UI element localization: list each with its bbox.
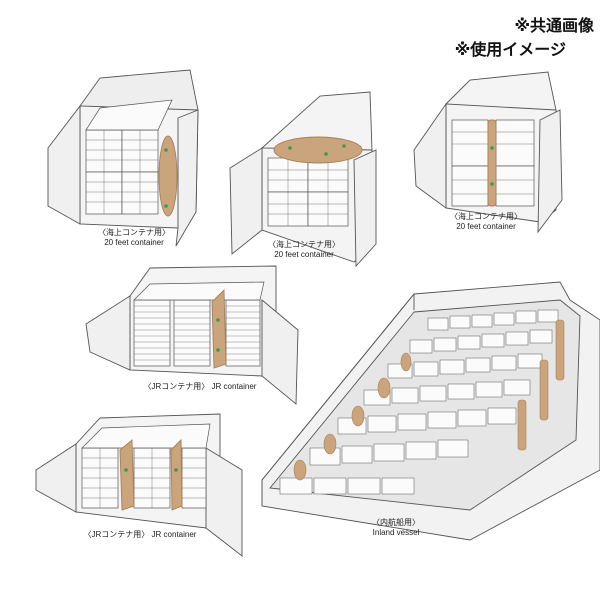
caption-ja: 〈海上コンテナ用〉 xyxy=(450,212,522,221)
caption-sea-container-1: 〈海上コンテナ用〉 20 feet container xyxy=(84,228,184,248)
dunnage-bag xyxy=(170,438,183,511)
caption-sea-container-3: 〈海上コンテナ用〉 20 feet container xyxy=(436,212,536,232)
caption-ja: 〈JRコンテナ用〉 xyxy=(83,530,150,539)
caption-line: 〈JRコンテナ用〉 JR container xyxy=(130,382,270,392)
cargo-row xyxy=(279,477,415,495)
dunnage-bag xyxy=(211,288,227,369)
caption-en: 20 feet container xyxy=(274,250,334,259)
cargo-row xyxy=(409,329,553,354)
caption-en: Inland vessel xyxy=(372,528,420,537)
container-door-right xyxy=(261,299,299,405)
caption-ja: 〈海上コンテナ用〉 xyxy=(268,240,340,249)
caption-en: JR container xyxy=(211,382,257,391)
container-door-right xyxy=(205,447,243,557)
dunnage-bag xyxy=(158,135,178,217)
container-door-right xyxy=(537,109,563,234)
caption-inland-vessel: 〈内航船用〉 Inland vessel xyxy=(346,518,446,538)
container-door-left xyxy=(47,104,81,225)
figure-inland-vessel xyxy=(261,281,600,541)
container-door-left xyxy=(413,102,447,209)
caption-en: 20 feet container xyxy=(456,222,516,231)
caption-ja: 〈内航船用〉 xyxy=(372,518,420,527)
container-door-right xyxy=(175,109,199,247)
common-image-note: ※共通画像 xyxy=(514,16,594,35)
caption-sea-container-2: 〈海上コンテナ用〉 20 feet container xyxy=(254,240,354,260)
dunnage-bag xyxy=(119,439,135,511)
cargo-row xyxy=(337,407,517,435)
caption-jr-container-2: 〈JRコンテナ用〉 JR container xyxy=(70,530,210,540)
caption-ja: 〈海上コンテナ用〉 xyxy=(98,228,170,237)
caption-en: JR container xyxy=(151,530,197,539)
container-door-left xyxy=(229,147,263,255)
cargo-row xyxy=(387,353,543,379)
figure-jr-container-2 xyxy=(35,413,243,557)
container-door-left xyxy=(35,443,77,513)
dunnage-bag xyxy=(487,119,497,207)
caption-line: 〈JRコンテナ用〉 JR container xyxy=(70,530,210,540)
usage-image-note: ※使用イメージ xyxy=(454,40,566,59)
figure-sea-container-3 xyxy=(413,71,563,234)
container-door-left xyxy=(85,295,131,371)
caption-jr-container-1: 〈JRコンテナ用〉 JR container xyxy=(130,382,270,392)
figure-sea-container-1 xyxy=(47,69,199,247)
figure-sea-container-2 xyxy=(229,91,377,268)
container-door-right xyxy=(353,149,377,268)
dunnage-bag xyxy=(273,136,363,164)
figure-jr-container-1 xyxy=(85,265,299,405)
cargo-row xyxy=(427,309,559,331)
caption-en: 20 feet container xyxy=(104,238,164,247)
caption-ja: 〈JRコンテナ用〉 xyxy=(143,382,210,391)
